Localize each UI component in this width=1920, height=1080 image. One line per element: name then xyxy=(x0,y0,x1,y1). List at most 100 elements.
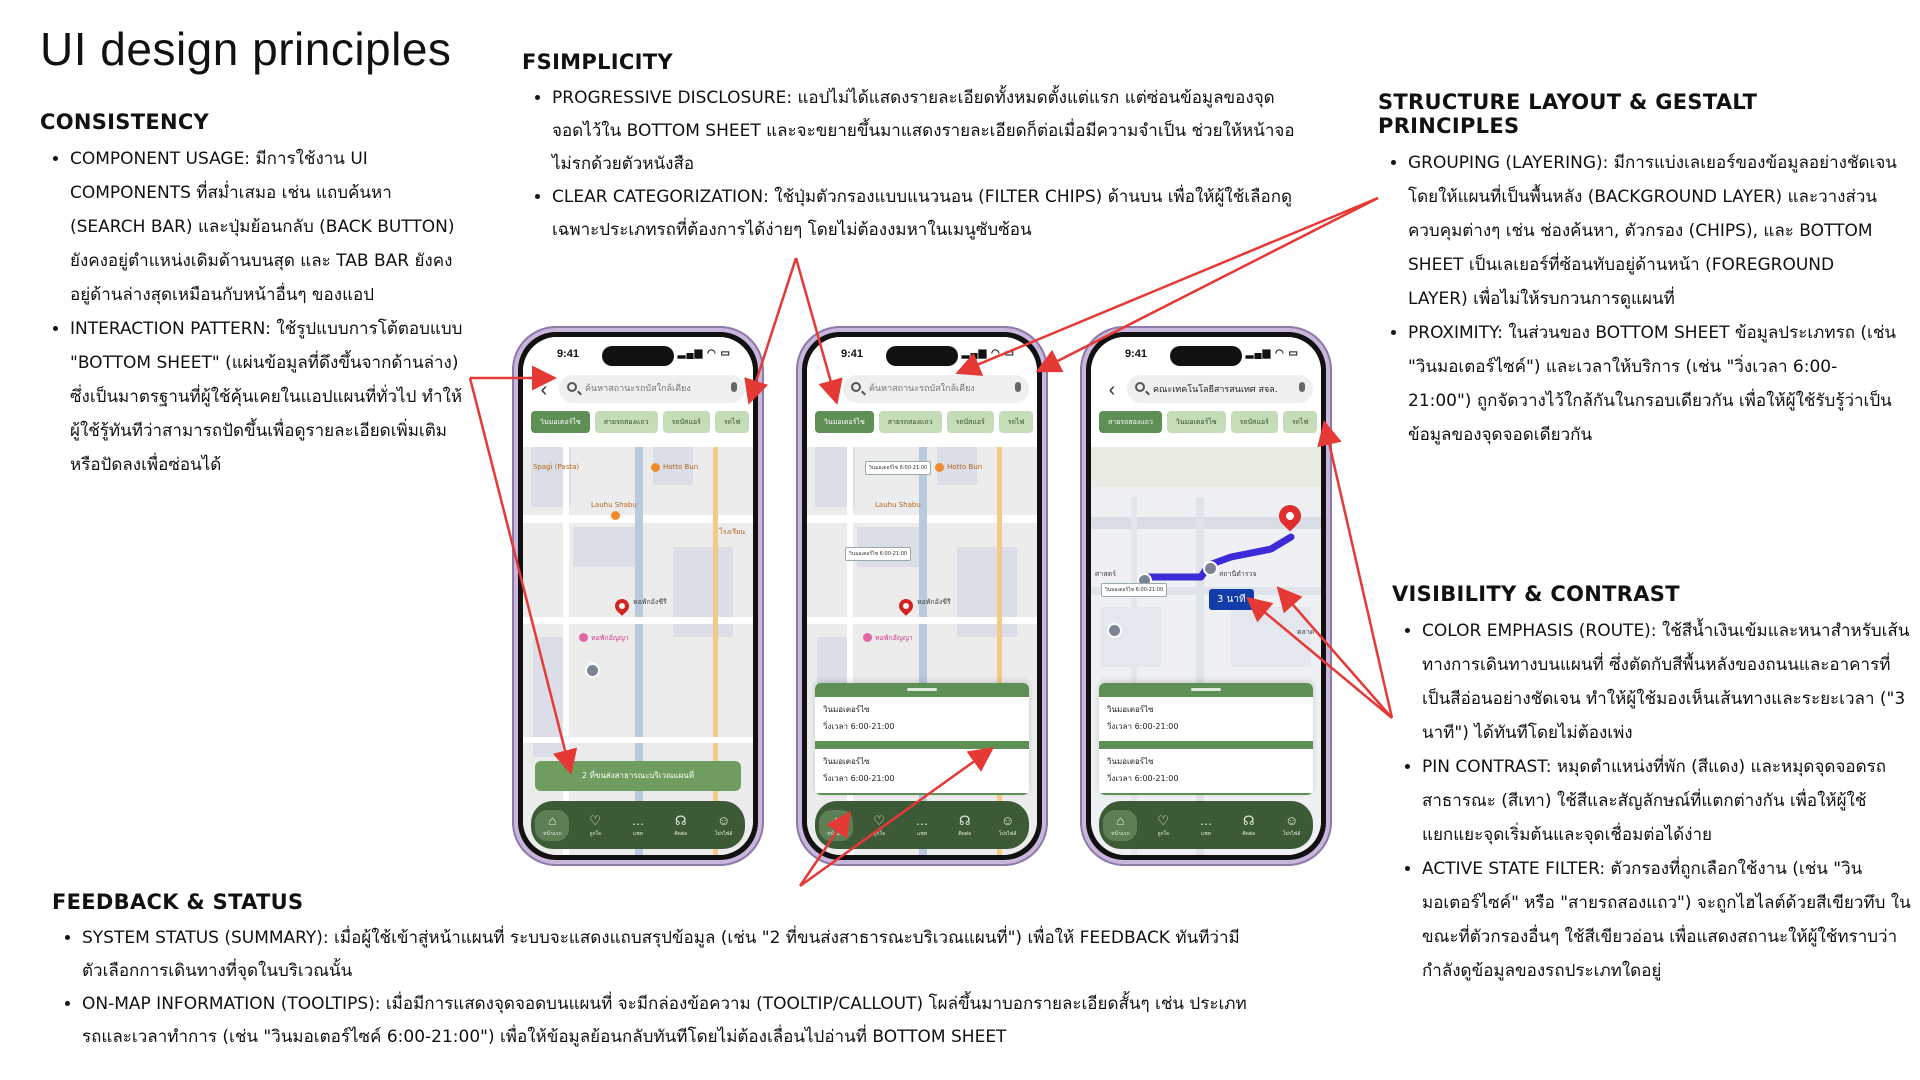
bus-stop-pin-icon[interactable] xyxy=(1203,561,1218,576)
bullet-item: ACTIVE STATE FILTER: ตัวกรองที่ถูกเลือกใ… xyxy=(1422,852,1912,988)
filter-chip[interactable]: รถบัสแอร์ xyxy=(946,411,994,433)
page-title: UI design principles xyxy=(40,23,452,75)
tab-chat[interactable]: …แชท xyxy=(905,813,939,838)
map-label: Hotto Bun xyxy=(663,463,699,471)
bus-stop-pin-icon[interactable] xyxy=(585,663,600,678)
back-button[interactable]: ‹ xyxy=(1108,379,1116,401)
filter-chip[interactable]: สายรถสองแถว xyxy=(878,411,942,433)
tab-support[interactable]: ☊ติดต่อ xyxy=(664,813,698,838)
filter-chip[interactable]: รถไฟ xyxy=(998,411,1034,433)
stop-hours: วิ่งเวลา 6:00-21:00 xyxy=(1107,722,1179,731)
bottom-sheet[interactable]: วินมอเตอร์ไซ วิ่งเวลา 6:00-21:00 วินมอเต… xyxy=(815,683,1029,795)
signal-wifi-battery-icon: ▂▄▆ ◠ ▭ xyxy=(961,348,1015,359)
map-label: สถานีตำรวจ xyxy=(1219,570,1257,578)
stop-callout: วินมอเตอร์ไซ 6:00-21:00 xyxy=(1101,583,1168,597)
section-title: FSIMPLICITY xyxy=(522,50,673,74)
tab-label: หน้าแรก xyxy=(827,830,846,837)
tab-support[interactable]: ☊ติดต่อ xyxy=(948,813,982,838)
stop-type: วินมอเตอร์ไซ xyxy=(1107,705,1154,714)
stop-card[interactable]: วินมอเตอร์ไซ วิ่งเวลา 6:00-21:00 xyxy=(1099,697,1313,749)
tab-home[interactable]: ⌂หน้าแรก xyxy=(819,809,854,841)
headset-icon: ☊ xyxy=(675,812,687,828)
mic-icon[interactable] xyxy=(1299,382,1305,392)
stop-card[interactable]: วินมอเตอร์ไซ วิ่งเวลา 6:00-21:00 xyxy=(815,749,1029,795)
dynamic-island xyxy=(1170,346,1242,366)
start-pin-icon[interactable] xyxy=(1107,623,1122,638)
tab-label: โปรไฟล์ xyxy=(998,830,1017,837)
back-button[interactable]: ‹ xyxy=(540,379,548,401)
filter-chips: สายรถสองแถววินมอเตอร์ไซรถบัสแอร์รถไฟ xyxy=(1099,411,1321,435)
tab-home[interactable]: ⌂หน้าแรก xyxy=(535,809,570,841)
map-label: โรงเรียน xyxy=(719,528,745,536)
tab-profile[interactable]: ☺โปรไฟล์ xyxy=(707,813,741,838)
bottom-sheet[interactable]: วินมอเตอร์ไซ วิ่งเวลา 6:00-21:00 วินมอเต… xyxy=(1099,683,1313,795)
heart-icon: ♡ xyxy=(873,812,886,828)
back-button[interactable]: ‹ xyxy=(824,379,832,401)
map-label: Lauhu Shabu xyxy=(591,501,637,509)
tab-profile[interactable]: ☺โปรไฟล์ xyxy=(1275,813,1309,838)
tab-favorites[interactable]: ♡ ถูกใจ xyxy=(862,813,896,838)
search-input[interactable] xyxy=(585,375,721,403)
phone-bezel: 9:41 ▂▄▆ ◠ ▭ Spagi (Pasta) Hotto Bun xyxy=(518,332,758,860)
filter-chip[interactable]: รถไฟ xyxy=(1282,411,1318,433)
drag-handle[interactable] xyxy=(1191,688,1221,691)
home-icon: ⌂ xyxy=(548,812,557,828)
tab-profile[interactable]: ☺โปรไฟล์ xyxy=(991,813,1025,838)
search-bar[interactable] xyxy=(559,375,745,403)
arrow xyxy=(1317,420,1394,719)
stop-card[interactable]: วินมอเตอร์ไซ วิ่งเวลา 6:00-21:00 xyxy=(1099,749,1313,795)
tab-label: ถูกใจ xyxy=(1157,830,1169,837)
section-simplicity: FSIMPLICITY PROGRESSIVE DISCLOSURE: แอปไ… xyxy=(522,50,1302,247)
heart-icon: ♡ xyxy=(589,812,602,828)
stop-type: วินมอเตอร์ไซ xyxy=(823,705,870,714)
mic-icon[interactable] xyxy=(731,382,737,392)
tab-home[interactable]: ⌂หน้าแรก xyxy=(1103,809,1138,841)
map-label: หอพักอัญญา xyxy=(591,634,629,642)
tab-support[interactable]: ☊ติดต่อ xyxy=(1232,813,1266,838)
summary-bar[interactable]: 2 ที่ขนส่งสาธารณะบริเวณแผนที่ xyxy=(535,761,741,791)
chat-icon: … xyxy=(631,812,645,828)
map-label: ตลาด xyxy=(1297,628,1315,636)
stop-hours: วิ่งเวลา 6:00-21:00 xyxy=(823,774,895,783)
filter-chip[interactable]: รถบัสแอร์ xyxy=(1230,411,1278,433)
dorm-icon xyxy=(863,633,872,642)
sheet-header[interactable] xyxy=(1099,683,1313,697)
tab-label: ติดต่อ xyxy=(958,830,972,837)
bullet-list: SYSTEM STATUS (SUMMARY): เมื่อผู้ใช้เข้า… xyxy=(52,922,1252,1054)
search-bar[interactable] xyxy=(843,375,1029,403)
bullet-item: PROGRESSIVE DISCLOSURE: แอปไม่ได้แสดงราย… xyxy=(552,82,1302,181)
filter-chip[interactable]: รถไฟ xyxy=(714,411,750,433)
tab-chat[interactable]: …แชท xyxy=(1189,813,1223,838)
phone-screen: 9:41 ▂▄▆ ◠ ▭ Hotto Bun วินมอเตอร์ไซ 6:00… xyxy=(807,337,1037,855)
bullet-list: COLOR EMPHASIS (ROUTE): ใช้สีน้ำเงินเข้ม… xyxy=(1392,614,1912,988)
filter-chip[interactable]: วินมอเตอร์ไซ xyxy=(531,411,590,433)
tab-label: ถูกใจ xyxy=(589,830,601,837)
search-bar[interactable] xyxy=(1127,375,1313,403)
section-title: CONSISTENCY xyxy=(40,110,210,134)
map-view[interactable]: Spagi (Pasta) Hotto Bun Lauhu Shabu โรงเ… xyxy=(523,437,753,855)
stop-hours: วิ่งเวลา 6:00-21:00 xyxy=(1107,774,1179,783)
filter-chip[interactable]: สายรถสองแถว xyxy=(594,411,658,433)
location-pin-icon[interactable] xyxy=(896,596,916,616)
bullet-item: COMPONENT USAGE: มีการใช้งาน UI COMPONEN… xyxy=(70,142,470,312)
tab-chat[interactable]: …แชท xyxy=(621,813,655,838)
bullet-list: PROGRESSIVE DISCLOSURE: แอปไม่ได้แสดงราย… xyxy=(522,82,1302,247)
tab-favorites[interactable]: ♡ถูกใจ xyxy=(1146,813,1180,838)
filter-chip[interactable]: รถบัสแอร์ xyxy=(662,411,710,433)
sheet-header[interactable] xyxy=(815,683,1029,697)
tab-favorites[interactable]: ♡ ถูกใจ xyxy=(578,813,612,838)
stop-card[interactable]: วินมอเตอร์ไซ วิ่งเวลา 6:00-21:00 xyxy=(815,697,1029,749)
user-icon: ☺ xyxy=(1284,812,1299,828)
search-input[interactable] xyxy=(869,375,1005,403)
search-input[interactable] xyxy=(1153,375,1289,403)
drag-handle[interactable] xyxy=(907,688,937,691)
location-pin-icon[interactable] xyxy=(612,596,632,616)
filter-chip[interactable]: วินมอเตอร์ไซ xyxy=(1166,411,1226,433)
mic-icon[interactable] xyxy=(1015,382,1021,392)
tab-label: ถูกใจ xyxy=(873,830,885,837)
tab-bar: ⌂หน้าแรก ♡ถูกใจ …แชท ☊ติดต่อ ☺โปรไฟล์ xyxy=(1099,801,1313,849)
filter-chip[interactable]: สายรถสองแถว xyxy=(1099,411,1162,433)
stop-callout: วินมอเตอร์ไซ 6:00-21:00 xyxy=(865,461,932,475)
search-row: ‹ xyxy=(815,375,1029,405)
filter-chip[interactable]: วินมอเตอร์ไซ xyxy=(815,411,874,433)
